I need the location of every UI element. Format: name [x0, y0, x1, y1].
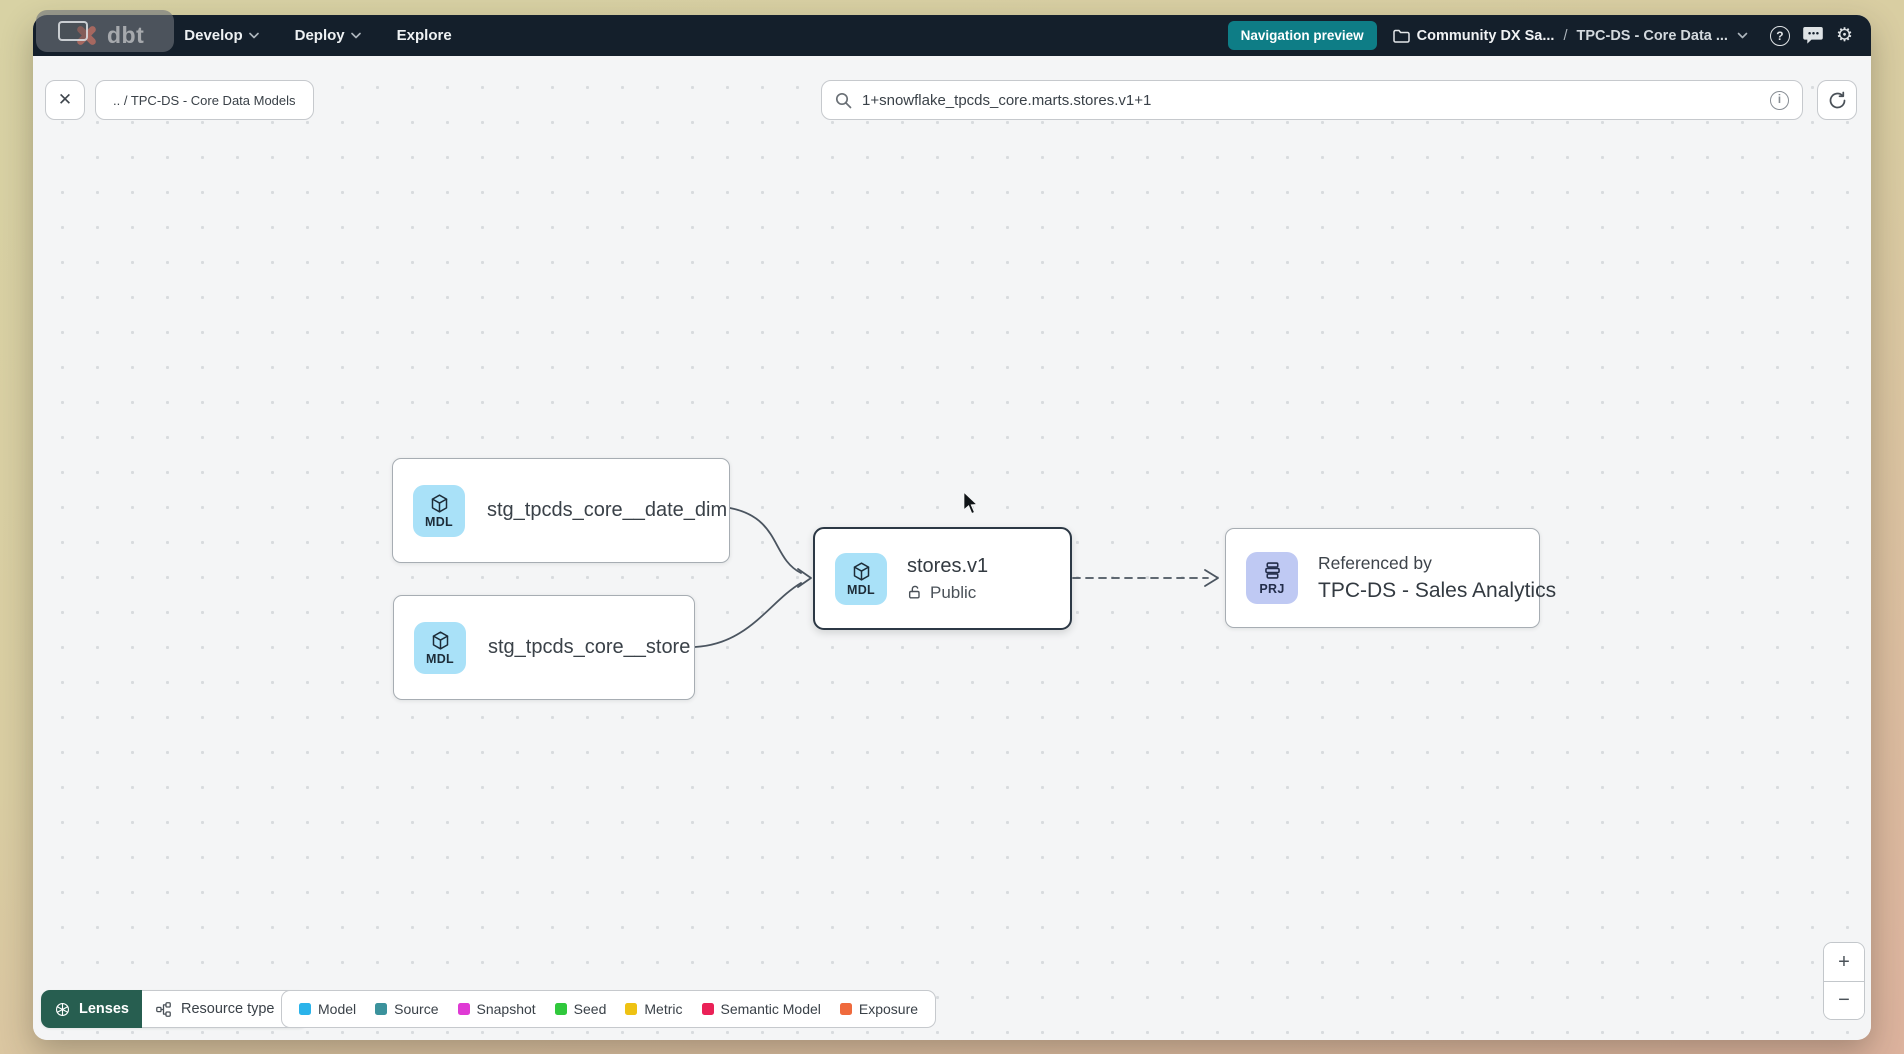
refresh-icon: [1829, 91, 1845, 108]
chevron-down-icon[interactable]: [1737, 32, 1748, 39]
model-cube-icon: [432, 630, 448, 650]
legend-item-snapshot: Snapshot: [457, 1001, 536, 1017]
seed-swatch: [554, 1003, 567, 1015]
edge-store-to-stores: [694, 582, 802, 648]
node-label: stg_tpcds_core__date_dim: [487, 499, 728, 521]
zoom-controls: + −: [1823, 942, 1865, 1020]
source-swatch: [375, 1003, 388, 1015]
node-stg-tpcds-core-store[interactable]: MDL stg_tpcds_core__store: [393, 595, 695, 700]
node-stores-v1[interactable]: MDL stores.v1 Public: [813, 527, 1072, 630]
project-stack-icon: [1264, 562, 1280, 579]
main-menu: Develop Deploy Explore: [184, 27, 451, 44]
model-badge: MDL: [413, 484, 465, 537]
screen-icon: [58, 21, 88, 41]
model-badge: MDL: [835, 552, 887, 605]
screen-share-indicator: [36, 10, 174, 52]
arrowhead: [797, 568, 812, 588]
menu-explore[interactable]: Explore: [396, 27, 452, 44]
legend-item-exposure: Exposure: [839, 1001, 918, 1017]
search-icon: [835, 92, 852, 108]
search-input[interactable]: [862, 91, 1760, 109]
navbar-right: Navigation preview Community DX Sa... / …: [1227, 21, 1853, 50]
dbt-app-window: dbt Develop Deploy Explore Navigation pr…: [33, 15, 1871, 1040]
chevron-down-icon: [248, 32, 259, 39]
feedback-icon[interactable]: [1803, 26, 1823, 45]
snapshot-swatch: [457, 1003, 470, 1015]
node-text: Referenced by TPC-DS - Sales Analytics: [1318, 553, 1556, 603]
node-text: stores.v1 Public: [907, 555, 988, 603]
lenses-button[interactable]: Lenses: [41, 990, 142, 1028]
legend-item-metric: Metric: [625, 1001, 683, 1017]
lenses-control: Lenses Resource type: [41, 990, 309, 1028]
node-label: stg_tpcds_core__store: [488, 636, 691, 658]
model-cube-icon: [853, 561, 869, 581]
navigation-preview-button[interactable]: Navigation preview: [1227, 21, 1377, 50]
lineage-search: i: [821, 80, 1803, 120]
help-icon[interactable]: ?: [1769, 25, 1790, 46]
lineage-canvas[interactable]: ✕ .. / TPC-DS - Core Data Models i MDL: [33, 56, 1871, 1040]
gear-icon[interactable]: ⚙: [1835, 25, 1853, 46]
legend-item-seed: Seed: [554, 1001, 606, 1017]
exposure-swatch: [839, 1003, 852, 1015]
legend-item-model: Model: [299, 1001, 356, 1017]
zoom-in-button[interactable]: +: [1824, 943, 1864, 981]
referenced-by-caption: Referenced by: [1318, 553, 1432, 573]
folder-icon: [1392, 29, 1410, 43]
breadcrumb-current[interactable]: TPC-DS - Core Data ...: [1576, 27, 1728, 44]
node-label: stores.v1: [907, 554, 989, 577]
breadcrumb-project[interactable]: Community DX Sa...: [1392, 28, 1554, 44]
semantic-model-swatch: [701, 1003, 714, 1015]
node-referenced-by-project[interactable]: PRJ Referenced by TPC-DS - Sales Analyti…: [1225, 528, 1556, 628]
metric-swatch: [625, 1003, 638, 1015]
breadcrumb-separator: /: [1563, 27, 1568, 44]
legend-item-source: Source: [375, 1001, 439, 1017]
navbar-icons: ? ⚙: [1769, 25, 1853, 46]
zoom-out-button[interactable]: −: [1824, 981, 1864, 1019]
lens-icon: [55, 1002, 70, 1016]
lineage-path-chip[interactable]: .. / TPC-DS - Core Data Models: [95, 80, 314, 120]
node-stg-tpcds-core-date-dim[interactable]: MDL stg_tpcds_core__date_dim: [392, 458, 730, 563]
legend-item-semantic-model: Semantic Model: [701, 1001, 821, 1017]
menu-deploy[interactable]: Deploy: [295, 27, 361, 44]
access-row: Public: [907, 583, 988, 603]
unlock-icon: [908, 585, 920, 599]
menu-develop[interactable]: Develop: [184, 27, 259, 44]
resource-graph-icon: [156, 1001, 171, 1017]
model-cube-icon: [431, 493, 447, 513]
top-navbar: dbt Develop Deploy Explore Navigation pr…: [33, 15, 1871, 56]
close-button[interactable]: ✕: [45, 80, 85, 120]
model-badge: MDL: [414, 621, 466, 674]
mouse-cursor: [963, 492, 979, 515]
project-badge: PRJ: [1246, 552, 1298, 604]
refresh-button[interactable]: [1817, 80, 1857, 120]
info-icon[interactable]: i: [1770, 90, 1789, 110]
breadcrumb: Community DX Sa... / TPC-DS - Core Data …: [1392, 27, 1748, 44]
chevron-down-icon: [350, 32, 361, 39]
model-swatch: [299, 1003, 311, 1015]
resource-type-legend: Model Source Snapshot Seed Metric Semant…: [281, 990, 937, 1028]
arrowhead: [1204, 569, 1219, 587]
resource-type-dropdown[interactable]: Resource type: [141, 990, 309, 1028]
node-label: TPC-DS - Sales Analytics: [1318, 579, 1557, 602]
edge-datedim-to-stores: [729, 507, 802, 574]
